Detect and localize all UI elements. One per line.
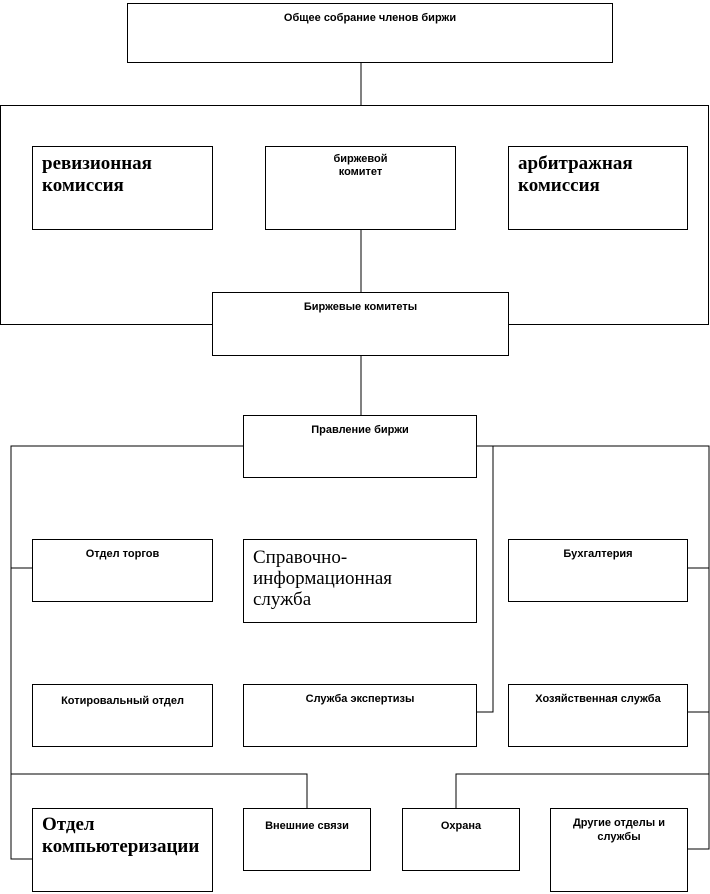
node-computerization-dept: Отдел компьютеризации (32, 808, 213, 892)
node-arbitration-commission-label: арбитражная комиссия (518, 153, 633, 196)
node-general-meeting-label: Общее собрание членов биржи (283, 12, 457, 24)
node-external-relations: Внешние связи (243, 808, 371, 871)
node-household-service: Хозяйственная служба (508, 684, 688, 747)
connector-board-right-branch (476, 445, 710, 850)
node-board: Правление биржи (243, 415, 477, 478)
node-accounting-label: Бухгалтерия (563, 548, 633, 560)
connector-board-left-branch (10, 445, 244, 860)
node-security-label: Охрана (440, 820, 482, 832)
node-audit-commission: ревизионная комиссия (32, 146, 213, 230)
node-info-service: Справочно- информационная служба (243, 539, 477, 623)
connector-right-to-security (455, 773, 709, 808)
node-quotation-dept-label: Котировальный отдел (61, 695, 184, 707)
node-quotation-dept: Котировальный отдел (32, 684, 213, 747)
connector-right-to-expertise (476, 446, 494, 713)
node-expertise-service-label: Служба экспертизы (305, 693, 415, 705)
node-trading-dept-label: Отдел торгов (85, 548, 160, 560)
node-info-service-label: Справочно- информационная служба (253, 547, 393, 610)
node-household-service-label: Хозяйственная служба (535, 693, 661, 705)
node-external-relations-label: Внешние связи (265, 820, 349, 832)
node-trading-dept: Отдел торгов (32, 539, 213, 602)
node-exchange-committees-label: Биржевые комитеты (303, 301, 418, 313)
node-arbitration-commission: арбитражная комиссия (508, 146, 688, 230)
connector-left-to-external (11, 773, 308, 808)
node-security: Охрана (402, 808, 520, 871)
node-other-depts-label: Другие отделы и службы (572, 817, 666, 843)
node-audit-commission-label: ревизионная комиссия (42, 153, 152, 196)
node-exchange-committee-label: биржевой комитет (333, 153, 388, 178)
node-other-depts: Другие отделы и службы (550, 808, 688, 892)
node-exchange-committee: биржевой комитет (265, 146, 456, 230)
node-computerization-dept-label: Отдел компьютеризации (42, 814, 200, 857)
node-general-meeting: Общее собрание членов биржи (127, 3, 613, 63)
node-board-label: Правление биржи (311, 424, 409, 436)
node-exchange-committees: Биржевые комитеты (212, 292, 509, 356)
node-accounting: Бухгалтерия (508, 539, 688, 602)
node-expertise-service: Служба экспертизы (243, 684, 477, 747)
